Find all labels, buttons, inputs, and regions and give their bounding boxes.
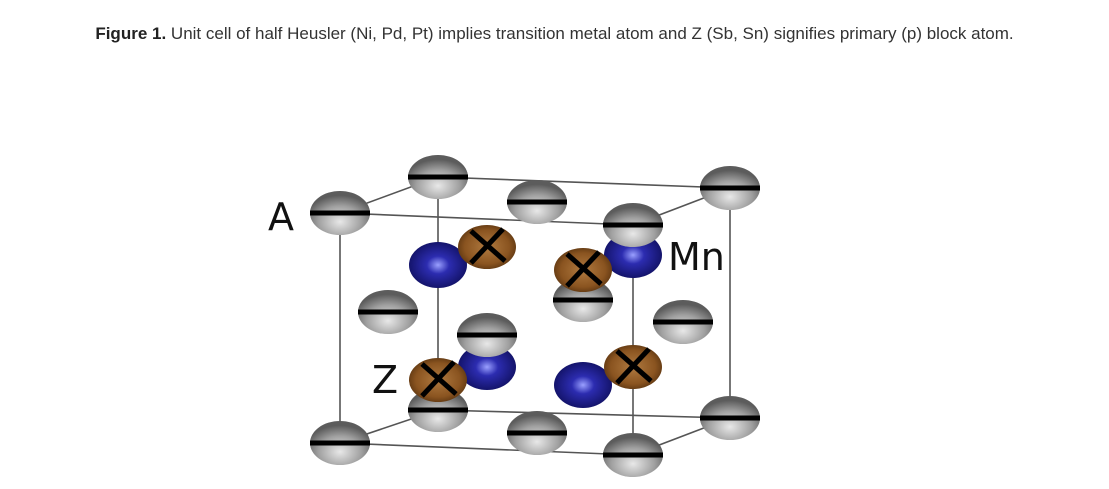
a-atom <box>507 180 567 224</box>
cell-edge <box>437 176 731 189</box>
atoms <box>310 155 760 477</box>
a-atom <box>603 203 663 247</box>
z-atom <box>554 248 612 292</box>
label-z: Z <box>372 358 398 402</box>
label-a: A <box>268 195 294 239</box>
mn-atom <box>458 344 516 390</box>
a-atom <box>310 421 370 465</box>
a-atom <box>408 155 468 199</box>
figure-caption: Figure 1. Unit cell of half Heusler (Ni,… <box>20 14 1089 53</box>
mn-atom <box>554 362 612 408</box>
cell-edge <box>437 409 731 419</box>
z-atom <box>604 345 662 389</box>
label-mn: Mn <box>668 235 725 279</box>
a-atom <box>700 396 760 440</box>
a-atom <box>457 313 517 357</box>
caption-text: Unit cell of half Heusler (Ni, Pd, Pt) i… <box>166 24 1014 43</box>
a-atom <box>700 166 760 210</box>
cell-edge <box>339 212 634 226</box>
a-atom <box>310 191 370 235</box>
cell-edge <box>339 442 634 456</box>
z-atom <box>458 225 516 269</box>
z-atom <box>409 358 467 402</box>
figure-number: Figure 1. <box>95 24 167 43</box>
a-atom <box>553 278 613 322</box>
a-atom <box>653 300 713 344</box>
a-atom <box>603 433 663 477</box>
mn-atom <box>409 242 467 288</box>
a-atom <box>358 290 418 334</box>
a-atom <box>507 411 567 455</box>
a-atom <box>408 388 468 432</box>
